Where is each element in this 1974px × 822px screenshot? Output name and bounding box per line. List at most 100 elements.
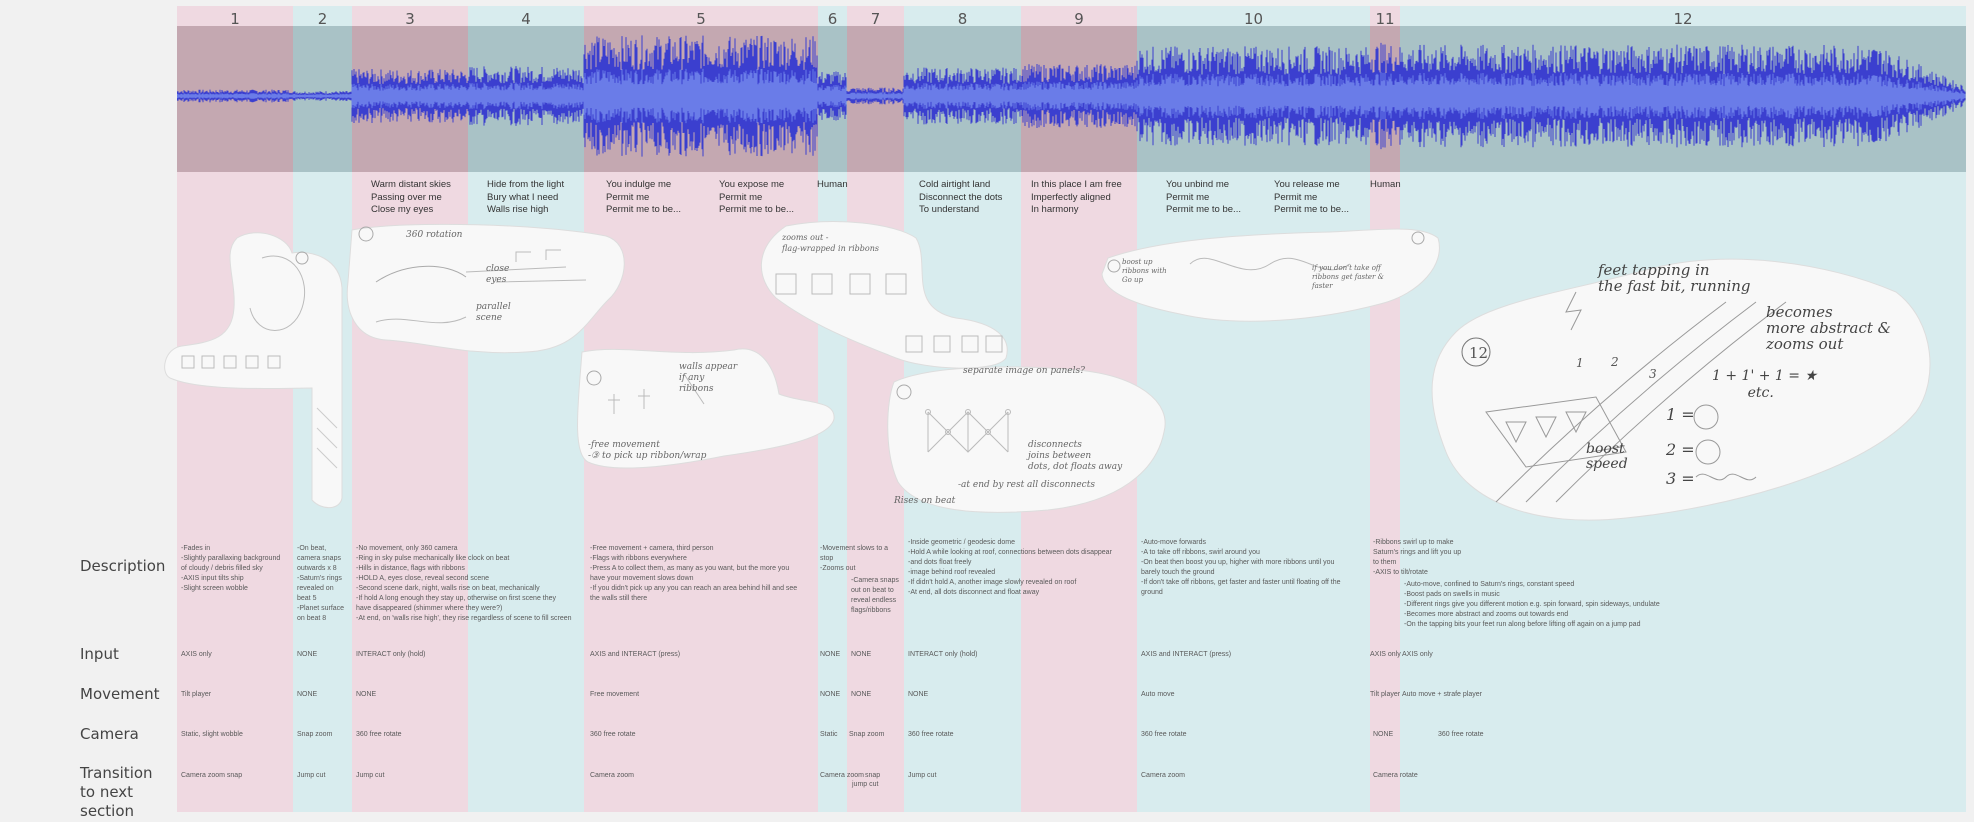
- section-number: 9: [1074, 10, 1084, 28]
- input-section-3: INTERACT only (hold): [356, 651, 426, 658]
- description-section-8: -Inside geometric / geodesic dome -Hold …: [908, 539, 1112, 596]
- row-label-description: Description: [80, 557, 166, 575]
- input-section-10: AXIS and INTERACT (press): [1141, 651, 1232, 658]
- transition-section-1: Camera zoom snap: [181, 772, 243, 779]
- input-section-1: AXIS only: [181, 651, 212, 658]
- section-number: 3: [405, 10, 415, 28]
- sketch-note-disconnects: disconnects joins between dots, dot floa…: [1028, 440, 1123, 472]
- camera-section-3: 360 free rotate: [356, 731, 402, 738]
- movement-section-1: Tilt player: [181, 691, 212, 698]
- sketch-section-5: walls appear if any ribbons -free moveme…: [574, 344, 836, 476]
- section-number: 7: [870, 10, 881, 28]
- description-section-7: -Camera snaps out on beat to reveal endl…: [851, 577, 899, 614]
- sketch-note-equation: 1 + 1' + 1 = ★ etc.: [1712, 368, 1818, 401]
- sketch-section-6-7: zooms out - flag-wrapped in ribbons: [756, 218, 1010, 370]
- sketch-note-360-rotation: 360 rotation: [406, 230, 463, 240]
- svg-text:3 =: 3 =: [1666, 469, 1695, 488]
- row-label-input: Input: [80, 645, 119, 663]
- sketch-note-close-eyes: close eyes: [486, 264, 510, 285]
- transition-section-6-snap: snap: [865, 772, 881, 779]
- input-section-5: AXIS and INTERACT (press): [590, 651, 681, 658]
- lyric-section-11: Human: [1370, 179, 1401, 190]
- movement-section-2: NONE: [297, 691, 318, 698]
- description-section-3: -No movement, only 360 camera -Ring in s…: [356, 545, 572, 622]
- section-number: 6: [827, 10, 838, 28]
- description-section-10: -Auto-move forwards -A to take off ribbo…: [1141, 539, 1341, 596]
- sketch-section-9-10-11: boost up ribbons with Go up if you don't…: [1100, 224, 1444, 332]
- sketch-note-boost-up: boost up ribbons with Go up: [1122, 258, 1167, 284]
- row-label-transition: Transition to next section: [80, 764, 153, 820]
- lyric-section-10b: You release me Permit me Permit me to be…: [1274, 179, 1349, 215]
- row-label-camera: Camera: [80, 725, 139, 743]
- camera-section-11: NONE: [1373, 731, 1394, 738]
- movement-section-5: Free movement: [590, 691, 640, 698]
- svg-text:2: 2: [1610, 355, 1619, 369]
- lyric-section-8: Cold airtight land Disconnect the dots T…: [919, 179, 1003, 215]
- sketch-note-boost-speed: boost speed: [1586, 441, 1628, 472]
- svg-text:1: 1: [1576, 356, 1584, 370]
- sketch-note-free-movement: -free movement -③ to pick up ribbon/wrap: [588, 440, 707, 461]
- camera-section-8: 360 free rotate: [908, 731, 954, 738]
- transition-section-6: Camera zoom: [820, 772, 864, 779]
- lyric-section-5a: You indulge me Permit me Permit me to be…: [606, 179, 681, 215]
- sketch-section-3: 360 rotation close eyes parallel scene: [346, 222, 628, 354]
- sketch-note-feet-tapping: feet tapping in the fast bit, running: [1598, 261, 1751, 295]
- description-section-11: -Ribbons swirl up to make Saturn's rings…: [1373, 539, 1462, 576]
- section-number: 5: [696, 10, 706, 28]
- transition-section-8: Jump cut: [908, 772, 937, 779]
- description-section-5: -Free movement + camera, third person -F…: [590, 545, 798, 602]
- sketch-note-walls-appear: walls appear if any ribbons: [679, 362, 738, 394]
- lyric-section-5b: You expose me Permit me Permit me to be.…: [719, 179, 794, 215]
- sketch-note-separate-image: separate image on panels?: [963, 366, 1085, 376]
- sketch-note-rises-on-beat: Rises on beat: [894, 496, 956, 506]
- movement-section-10: Auto move: [1141, 691, 1175, 698]
- audio-waveform: [177, 26, 1966, 172]
- section-number: 8: [957, 10, 968, 28]
- input-section-12: AXIS only: [1402, 651, 1433, 658]
- movement-section-7: NONE: [851, 691, 872, 698]
- lyric-section-9: In this place I am free Imperfectly alig…: [1031, 179, 1122, 215]
- movement-section-12: Auto move + strafe player: [1402, 691, 1482, 698]
- camera-section-7: Snap zoom: [849, 731, 885, 738]
- transition-section-3: Jump cut: [356, 772, 385, 779]
- sketch-note-parallel-scene: parallel scene: [476, 302, 511, 323]
- sketch-section-12: 12 1 2 3 1 = 2 = 3 = feet tapping in the…: [1426, 252, 1934, 524]
- movement-section-3: NONE: [356, 691, 377, 698]
- transition-section-7: jump cut: [852, 781, 879, 788]
- lyric-section-10a: You unbind me Permit me Permit me to be.…: [1166, 179, 1241, 215]
- svg-text:3: 3: [1649, 367, 1657, 381]
- camera-section-2: Snap zoom: [297, 731, 333, 738]
- description-section-2: -On beat, camera snaps outwards x 8 -Sat…: [297, 545, 345, 622]
- camera-section-12: 360 free rotate: [1438, 731, 1484, 738]
- camera-section-1: Static, slight wobble: [181, 731, 243, 738]
- row-label-movement: Movement: [80, 685, 160, 703]
- transition-section-11: Camera rotate: [1373, 772, 1418, 779]
- input-section-6: NONE: [820, 651, 841, 658]
- sketch-section-1-2: [162, 228, 347, 510]
- camera-section-6: Static: [820, 731, 838, 738]
- input-section-11: AXIS only: [1370, 651, 1401, 658]
- section-number: 11: [1375, 10, 1395, 28]
- description-section-1: -Fades in -Slightly parallaxing backgrou…: [181, 545, 281, 592]
- section-number: 2: [317, 10, 328, 28]
- waveform-inner: [177, 68, 1966, 124]
- input-section-7: NONE: [851, 651, 872, 658]
- section-number: 12: [1673, 10, 1693, 28]
- camera-section-5: 360 free rotate: [590, 731, 636, 738]
- transition-section-5: Camera zoom: [590, 772, 634, 779]
- transition-section-10: Camera zoom: [1141, 772, 1185, 779]
- input-section-2: NONE: [297, 651, 318, 658]
- sketch-note-zooms-out: zooms out - flag-wrapped in ribbons: [782, 233, 879, 253]
- movement-section-8: NONE: [908, 691, 929, 698]
- transition-section-2: Jump cut: [297, 772, 326, 779]
- camera-section-10: 360 free rotate: [1141, 731, 1187, 738]
- svg-text:2 =: 2 =: [1665, 440, 1695, 459]
- sketch-section-8: separate image on panels? disconnects jo…: [887, 362, 1170, 514]
- section-number: 1: [230, 10, 240, 28]
- description-section-6: -Movement slows to a stop -Zooms out: [820, 545, 889, 572]
- section-number: 4: [521, 10, 531, 28]
- svg-text:12: 12: [1469, 344, 1488, 362]
- sketch-note-becomes-abstract: becomes more abstract & zooms out: [1766, 303, 1892, 353]
- sketch-note-end-disconnects: -at end by rest all disconnects: [958, 480, 1095, 490]
